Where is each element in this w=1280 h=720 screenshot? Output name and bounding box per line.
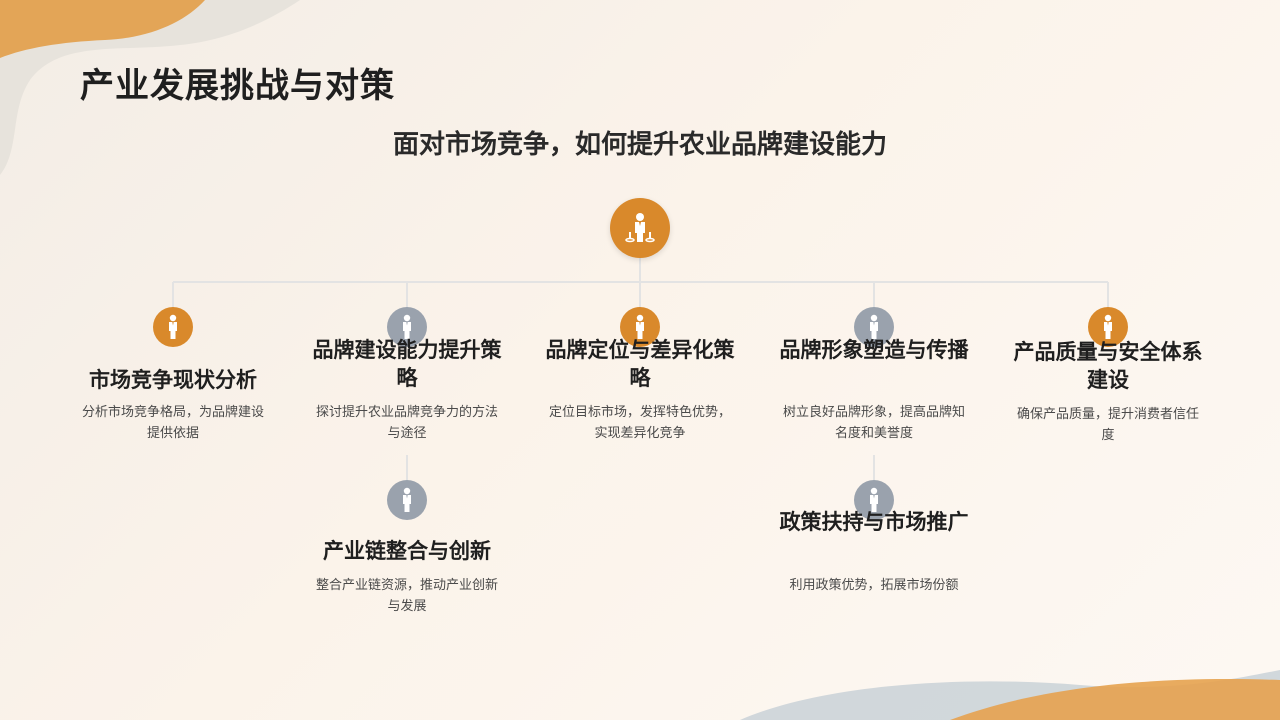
person-icon <box>854 307 894 347</box>
page-title: 产业发展挑战与对策 <box>80 66 395 106</box>
page-subtitle: 面对市场竞争，如何提升农业品牌建设能力 <box>392 130 887 160</box>
person-icon <box>1088 307 1128 347</box>
person-icon <box>387 307 427 347</box>
person-icon <box>620 307 660 347</box>
node-title: 品牌形象塑造与传播 <box>779 338 969 362</box>
node-title: 产业链整合与创新 <box>323 539 491 563</box>
decor-bottom-right <box>740 670 1280 720</box>
node-title: 品牌定位与差异化策略 <box>545 338 735 390</box>
person-icon <box>387 480 427 520</box>
node-title: 品牌建设能力提升策略 <box>312 338 502 390</box>
node-desc: 树立良好品牌形象，提高品牌知名度和美誉度 <box>782 405 965 441</box>
person-icon <box>153 307 193 347</box>
person-icon <box>854 480 894 520</box>
node-title: 市场竞争现状分析 <box>89 368 257 392</box>
node-desc: 确保产品质量，提升消费者信任度 <box>1016 407 1199 443</box>
root-person-icon <box>610 198 670 258</box>
node-desc: 探讨提升农业品牌竞争力的方法与途径 <box>315 405 498 441</box>
node-desc: 分析市场竞争格局，为品牌建设提供依据 <box>81 405 264 441</box>
node-title: 政策扶持与市场推广 <box>779 510 969 534</box>
node-title: 产品质量与安全体系建设 <box>1013 340 1203 392</box>
node-desc: 利用政策优势，拓展市场份额 <box>789 578 959 593</box>
node-desc: 定位目标市场，发挥特色优势，实现差异化竞争 <box>548 405 731 441</box>
node-desc: 整合产业链资源，推动产业创新与发展 <box>315 578 498 614</box>
